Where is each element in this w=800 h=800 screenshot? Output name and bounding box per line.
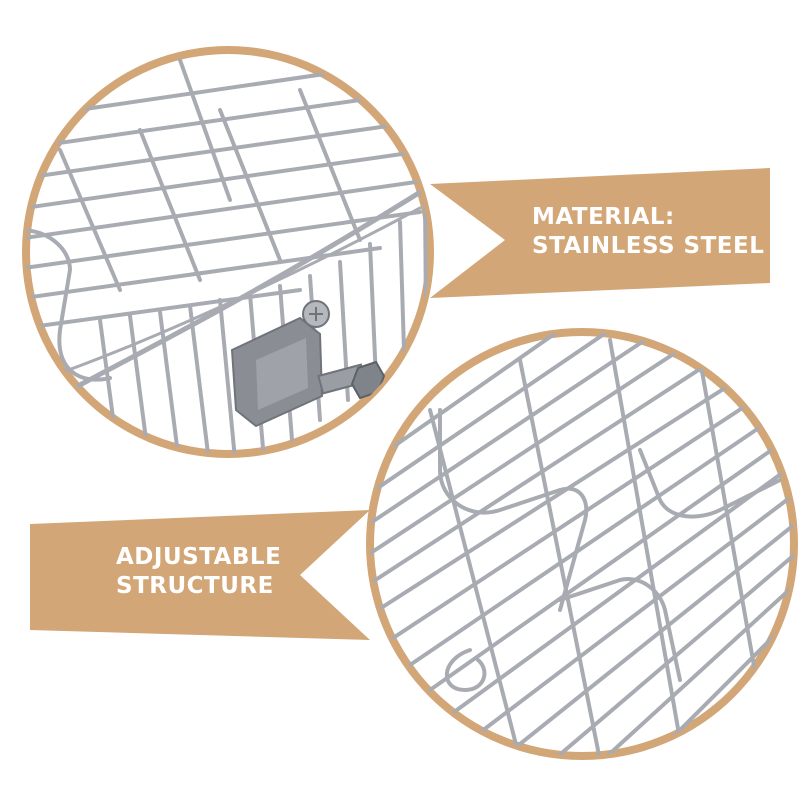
material-callout-line2: STAINLESS STEEL	[532, 233, 765, 259]
detail-circle-clamp	[22, 46, 434, 458]
material-callout-line1: MATERIAL:	[532, 204, 675, 230]
structure-callout-text: ADJUSTABLE STRUCTURE	[116, 543, 281, 601]
callout-ribbon-top	[430, 168, 770, 298]
callout-ribbon-bottom	[30, 510, 370, 640]
material-callout-text: MATERIAL: STAINLESS STEEL	[532, 203, 764, 261]
structure-callout-line1: ADJUSTABLE	[116, 544, 282, 570]
structure-callout-line2: STRUCTURE	[116, 573, 274, 599]
detail-circle-grid	[366, 328, 798, 760]
